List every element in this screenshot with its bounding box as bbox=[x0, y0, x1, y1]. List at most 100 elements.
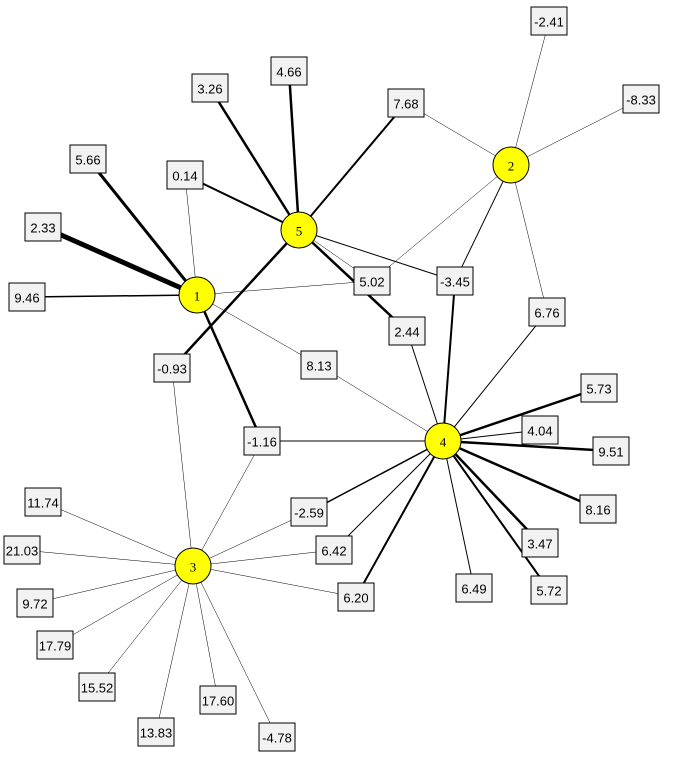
value-box-rect bbox=[137, 717, 175, 747]
value-box-label: 2.33 bbox=[30, 221, 55, 236]
edge-1-b14 bbox=[196, 294, 320, 366]
value-box-rect bbox=[290, 497, 328, 527]
hub-node-3: 3 bbox=[174, 547, 212, 585]
value-box-rect bbox=[580, 373, 618, 403]
value-box-rect bbox=[530, 6, 568, 36]
hub-node-1: 1 bbox=[178, 276, 216, 314]
edge-3-b30 bbox=[54, 565, 194, 646]
value-box: 2.33 bbox=[24, 212, 62, 242]
value-box: 6.42 bbox=[315, 535, 353, 565]
value-box-label: 0.14 bbox=[172, 169, 197, 184]
edge-3-b33 bbox=[155, 565, 194, 733]
value-box-label: 8.16 bbox=[585, 503, 610, 518]
value-box: -2.59 bbox=[290, 497, 328, 527]
edge-4-b27 bbox=[355, 440, 444, 598]
edge-5-b13 bbox=[298, 229, 408, 332]
value-box-label: -2.41 bbox=[534, 15, 564, 30]
value-box: -4.78 bbox=[258, 722, 296, 752]
hub-node-label: 5 bbox=[296, 224, 303, 239]
value-box: 6.76 bbox=[528, 297, 566, 327]
value-box-rect bbox=[622, 84, 660, 114]
edge-4-b23 bbox=[308, 440, 444, 513]
edge-5-b7 bbox=[184, 174, 300, 231]
hub-node-label: 1 bbox=[194, 289, 201, 304]
value-box-label: 5.02 bbox=[359, 275, 384, 290]
value-box-label: -8.33 bbox=[626, 93, 656, 108]
value-box-label: 9.72 bbox=[22, 597, 47, 612]
hub-node-label: 4 bbox=[440, 435, 447, 450]
value-box-rect bbox=[315, 535, 353, 565]
edge-4-b29 bbox=[442, 440, 550, 591]
value-box: 11.74 bbox=[24, 487, 62, 517]
edge-3-b26 bbox=[34, 565, 194, 604]
hub-node-5: 5 bbox=[280, 211, 318, 249]
value-box-rect bbox=[436, 266, 474, 296]
edge-1-b9 bbox=[26, 294, 198, 298]
edge-1-b16 bbox=[195, 294, 264, 442]
value-box-rect bbox=[521, 415, 559, 445]
edge-2-b12 bbox=[510, 164, 548, 313]
value-box: 2.44 bbox=[388, 316, 426, 346]
value-box-label: 9.51 bbox=[598, 445, 623, 460]
value-box-rect bbox=[16, 588, 54, 618]
edge-5-b11 bbox=[298, 229, 456, 282]
value-box-rect bbox=[24, 487, 62, 517]
value-box: -3.45 bbox=[436, 266, 474, 296]
hub-node-circle bbox=[424, 422, 462, 460]
edge-3-b15 bbox=[171, 367, 194, 567]
value-box-rect bbox=[592, 436, 630, 466]
hub-node-2: 2 bbox=[492, 146, 530, 184]
edge-2-b2 bbox=[510, 98, 642, 166]
value-box: 8.13 bbox=[300, 350, 338, 380]
value-box-rect bbox=[258, 722, 296, 752]
edge-5-b4 bbox=[287, 70, 301, 231]
value-box-label: 17.60 bbox=[202, 694, 235, 709]
value-box: 6.20 bbox=[337, 582, 375, 612]
value-box-rect bbox=[337, 582, 375, 612]
value-box: 9.51 bbox=[592, 436, 630, 466]
value-box-label: 11.74 bbox=[27, 496, 59, 511]
value-box: 4.04 bbox=[521, 415, 559, 445]
value-box: 5.02 bbox=[353, 266, 391, 296]
edge-2-b11 bbox=[454, 164, 512, 282]
value-box-label: 4.04 bbox=[527, 424, 552, 439]
value-box-label: 5.73 bbox=[586, 382, 611, 397]
value-box-rect bbox=[387, 88, 425, 118]
value-box: -8.33 bbox=[622, 84, 660, 114]
boxes-layer: -2.41-8.333.264.667.685.660.142.339.465.… bbox=[3, 6, 660, 752]
value-box-rect bbox=[3, 535, 41, 565]
value-box-rect bbox=[191, 73, 229, 103]
value-box-rect bbox=[528, 297, 566, 327]
value-box-rect bbox=[69, 144, 107, 174]
edges-layer bbox=[21, 20, 642, 738]
edge-4-b20 bbox=[442, 439, 599, 511]
hub-node-circle bbox=[280, 211, 318, 249]
value-box: 17.60 bbox=[199, 685, 237, 715]
value-box-rect bbox=[199, 685, 237, 715]
edge-3-b16 bbox=[192, 440, 263, 567]
hub-node-4: 4 bbox=[424, 422, 462, 460]
edge-4-b12 bbox=[442, 311, 548, 442]
hub-node-circle bbox=[178, 276, 216, 314]
edge-5-b15 bbox=[171, 229, 300, 369]
value-box-rect bbox=[24, 212, 62, 242]
hub-node-label: 2 bbox=[508, 159, 515, 174]
value-box: 7.68 bbox=[387, 88, 425, 118]
value-box-label: -1.16 bbox=[247, 435, 277, 450]
value-box: -2.41 bbox=[530, 6, 568, 36]
value-box-rect bbox=[353, 266, 391, 296]
edge-4-b19 bbox=[442, 439, 612, 453]
value-box: 9.72 bbox=[16, 588, 54, 618]
edge-1-b8 bbox=[41, 224, 199, 298]
value-box-label: 5.66 bbox=[75, 153, 100, 168]
value-box-rect bbox=[243, 426, 281, 456]
value-box-label: 7.68 bbox=[393, 97, 418, 112]
value-box-label: 13.83 bbox=[140, 726, 173, 741]
value-box: 6.49 bbox=[455, 573, 493, 603]
value-box: 13.83 bbox=[137, 717, 175, 747]
value-box: 4.66 bbox=[270, 56, 308, 86]
edge-3-b31 bbox=[96, 565, 194, 688]
edge-4-b11 bbox=[442, 280, 456, 442]
nodes-layer: 1 2 3 4 5 bbox=[174, 146, 530, 585]
